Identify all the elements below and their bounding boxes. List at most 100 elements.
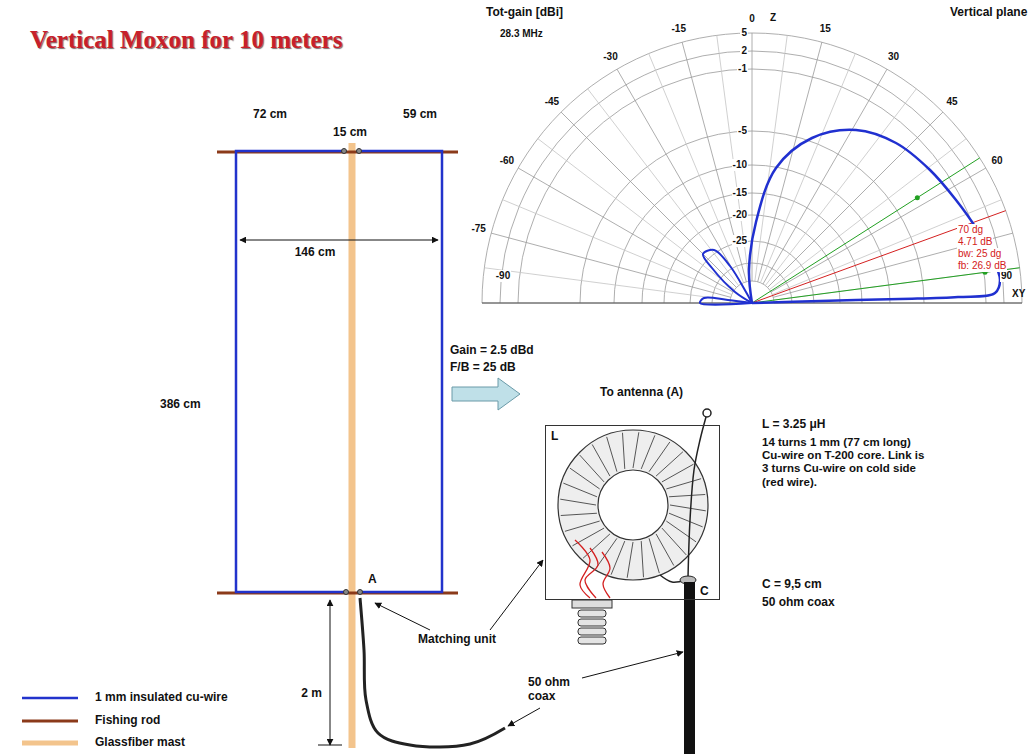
back-lobe xyxy=(700,297,752,304)
block-arrow xyxy=(452,378,520,410)
plot-label: 15 xyxy=(820,23,831,35)
plot-label: 45 xyxy=(947,96,958,108)
plot-label: XY xyxy=(1012,288,1025,300)
dimension-label: L = 3.25 μH xyxy=(762,418,826,432)
plot-label: -20 xyxy=(732,209,748,221)
plot-label: fb: 26.9 dB xyxy=(957,260,1007,272)
title: Vertical Moxon for 10 meters xyxy=(30,26,342,54)
winding xyxy=(563,483,597,497)
ground-line xyxy=(318,745,342,746)
winding xyxy=(560,499,596,505)
winding xyxy=(641,541,643,577)
winding xyxy=(633,432,639,468)
winding xyxy=(592,444,610,476)
wire-end xyxy=(344,590,349,595)
plot-label: 0 xyxy=(749,13,755,25)
dimension-label: 50 ohm coax xyxy=(762,596,835,610)
grid-ring xyxy=(482,33,1022,303)
grid-spoke xyxy=(773,233,1013,297)
dimension-arrow xyxy=(330,600,331,745)
connector-thread xyxy=(578,610,606,617)
grid-spoke xyxy=(769,139,966,290)
winding xyxy=(662,464,694,482)
toroid-core xyxy=(558,430,708,580)
grid-spoke xyxy=(484,268,730,300)
plot-label: Z xyxy=(770,12,776,24)
winding xyxy=(565,521,600,531)
reflector-wire xyxy=(359,151,442,592)
matching-unit-drawing xyxy=(558,409,711,754)
connector-thread xyxy=(578,637,606,644)
toroid-hole xyxy=(598,470,668,540)
plot-label: bw: 25 dg xyxy=(957,248,1002,260)
wire-end xyxy=(342,149,347,154)
grid-spoke xyxy=(763,69,887,284)
dimension-label: 2 m xyxy=(301,687,322,701)
leader-line xyxy=(508,708,540,726)
grid-spoke xyxy=(765,89,916,286)
dimension-label: 59 cm xyxy=(403,108,437,122)
plot-label: 90 xyxy=(1000,270,1013,282)
winding xyxy=(570,468,600,489)
beamwidth-line xyxy=(752,268,1020,303)
plot-label: -15 xyxy=(732,187,748,199)
plot-label: 5 xyxy=(740,27,748,39)
plot-label: -45 xyxy=(545,96,559,108)
plot-label: -60 xyxy=(500,155,514,167)
dimension-label: 15 cm xyxy=(332,126,368,140)
plot-label: 30 xyxy=(888,51,899,63)
plot-label: 28.3 MHz xyxy=(500,28,543,40)
legend-text: 1 mm insulated cu-wire xyxy=(95,690,228,704)
driven-element-wire xyxy=(236,151,346,592)
grid-spoke xyxy=(491,233,731,297)
legend-text: Glassfiber mast xyxy=(95,735,185,749)
grid-spoke xyxy=(617,69,741,284)
plot-label: -10 xyxy=(732,159,748,171)
beamwidth-point xyxy=(915,195,920,200)
grid-spoke xyxy=(588,89,739,286)
winding xyxy=(611,541,625,575)
connector-thread xyxy=(578,628,606,635)
link-wire xyxy=(585,548,598,598)
legend-sample xyxy=(22,741,78,746)
legend-samples xyxy=(22,698,78,743)
connector xyxy=(572,600,612,608)
matching-box: L xyxy=(545,425,720,600)
winding xyxy=(656,534,674,566)
legend-text: Fishing rod xyxy=(95,713,160,727)
dimension-label: C xyxy=(700,585,709,599)
dimension-label: Gain = 2.5 dBd xyxy=(450,344,534,358)
plot-label: -1 xyxy=(737,63,748,75)
beamwidth-line xyxy=(752,158,980,303)
winding xyxy=(641,435,655,469)
wire-end xyxy=(358,590,363,595)
polar-plot xyxy=(482,33,1022,305)
dimension-arrow xyxy=(240,240,438,241)
winding xyxy=(669,513,703,527)
plot-label: -25 xyxy=(732,235,748,247)
dimension-label: 146 cm xyxy=(295,246,336,260)
coax-cable xyxy=(684,582,695,754)
max-gain-line xyxy=(752,211,1006,303)
dimension-label: C = 9,5 cm xyxy=(762,578,822,592)
winding xyxy=(649,442,670,472)
grid-spoke xyxy=(503,200,732,295)
plot-label: 2 xyxy=(740,45,748,57)
winding xyxy=(666,479,701,489)
leader-line xyxy=(490,560,543,630)
glassfiber-mast xyxy=(349,143,356,748)
dimension-label: Matching unit xyxy=(418,633,496,647)
grid-spoke xyxy=(758,42,822,282)
back-lobe xyxy=(703,250,752,303)
wire-end xyxy=(357,149,362,154)
coax-cable xyxy=(360,598,505,747)
winding xyxy=(669,494,705,496)
grid-spoke xyxy=(518,168,733,292)
leader-line xyxy=(375,603,430,630)
plot-label: 4.71 dB xyxy=(957,236,993,248)
grid-spoke xyxy=(561,112,736,287)
plot-label: Vertical plane xyxy=(950,6,1027,20)
leader-line xyxy=(582,652,683,678)
